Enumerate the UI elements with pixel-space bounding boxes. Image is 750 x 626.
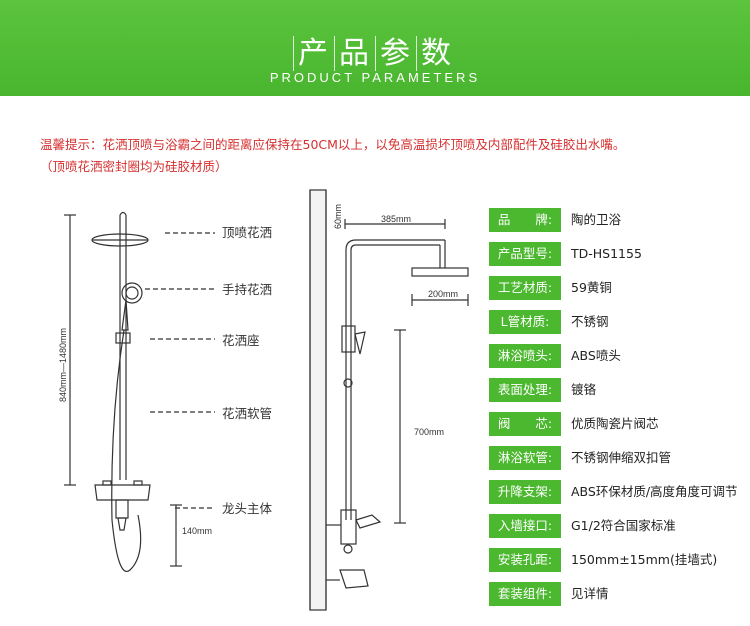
- spec-row: 入墙接口: G1/2符合国家标准: [489, 514, 749, 538]
- callout-faucet-body: 龙头主体: [222, 501, 273, 516]
- spec-row: 阀 芯: 优质陶瓷片阀芯: [489, 412, 749, 436]
- banner-title-char: 产: [293, 36, 334, 71]
- spec-value: 优质陶瓷片阀芯: [571, 416, 659, 431]
- spec-label: 阀 芯:: [489, 412, 561, 436]
- banner-title-char: 品: [334, 36, 375, 71]
- spec-value: 59黄铜: [571, 280, 612, 295]
- callout-handheld: 手持花洒: [222, 282, 273, 297]
- spec-label: 套装组件:: [489, 582, 561, 606]
- callout-shower-hose: 花洒软管: [222, 406, 273, 421]
- spec-row: 升降支架: ABS环保材质/高度角度可调节: [489, 480, 749, 504]
- dim-wall-gap: 60mm: [333, 204, 343, 229]
- banner-title-char: 参: [375, 36, 416, 71]
- spec-value: 镀铬: [571, 382, 597, 397]
- spec-row: 淋浴软管: 不锈钢伸缩双扣管: [489, 446, 749, 470]
- spec-row: 产品型号: TD-HS1155: [489, 242, 749, 266]
- side-view-diagram: [309, 189, 469, 611]
- spec-row: 工艺材质: 59黄铜: [489, 276, 749, 300]
- spec-label: 工艺材质:: [489, 276, 561, 300]
- dim-height-range: 840mm—1480mm: [58, 328, 68, 402]
- banner-title: 产品参数: [0, 28, 750, 72]
- spec-label: 安装孔距:: [489, 548, 561, 572]
- spec-label: 入墙接口:: [489, 514, 561, 538]
- dim-arm-length: 385mm: [381, 214, 411, 224]
- header-banner: 产品参数 PRODUCT PARAMETERS: [0, 0, 750, 96]
- spec-value: 150mm±15mm(挂墙式): [571, 552, 718, 567]
- spec-value: 不锈钢: [571, 314, 609, 329]
- dim-top-spray: 200mm: [428, 289, 458, 299]
- spec-value: 不锈钢伸缩双扣管: [571, 450, 672, 465]
- dim-bottom-height: 140mm: [182, 526, 212, 536]
- spec-row: 表面处理: 镀铬: [489, 378, 749, 402]
- notice-line-1: 温馨提示：花洒顶喷与浴霸之间的距离应保持在50CM以上，以免高温损坏顶喷及内部配…: [40, 137, 626, 152]
- front-view-diagram: [91, 211, 151, 572]
- spec-label: 产品型号:: [489, 242, 561, 266]
- spec-value: ABS喷头: [571, 348, 621, 363]
- spec-label: 表面处理:: [489, 378, 561, 402]
- spec-value: TD-HS1155: [571, 246, 642, 261]
- spec-value: ABS环保材质/高度角度可调节: [571, 484, 738, 499]
- spec-label: L管材质:: [489, 310, 561, 334]
- callout-shower-holder: 花洒座: [222, 333, 260, 348]
- dim-center-height: 700mm: [414, 427, 444, 437]
- banner-title-char: 数: [416, 36, 457, 71]
- spec-value: 见详情: [571, 586, 609, 601]
- spec-row: L管材质: 不锈钢: [489, 310, 749, 334]
- spec-label: 品 牌:: [489, 208, 561, 232]
- spec-row: 淋浴喷头: ABS喷头: [489, 344, 749, 368]
- notice-line-2: （顶喷花洒密封圈均为硅胶材质）: [40, 159, 228, 174]
- spec-value: 陶的卫浴: [571, 212, 622, 227]
- spec-value: G1/2符合国家标准: [571, 518, 676, 533]
- spec-label: 淋浴软管:: [489, 446, 561, 470]
- spec-row: 套装组件: 见详情: [489, 582, 749, 606]
- spec-row: 安装孔距: 150mm±15mm(挂墙式): [489, 548, 749, 572]
- spec-label: 升降支架:: [489, 480, 561, 504]
- banner-subtitle: PRODUCT PARAMETERS: [269, 70, 481, 85]
- spec-row: 品 牌: 陶的卫浴: [489, 208, 749, 232]
- spec-label: 淋浴喷头:: [489, 344, 561, 368]
- callout-top-spray: 顶喷花洒: [222, 225, 273, 240]
